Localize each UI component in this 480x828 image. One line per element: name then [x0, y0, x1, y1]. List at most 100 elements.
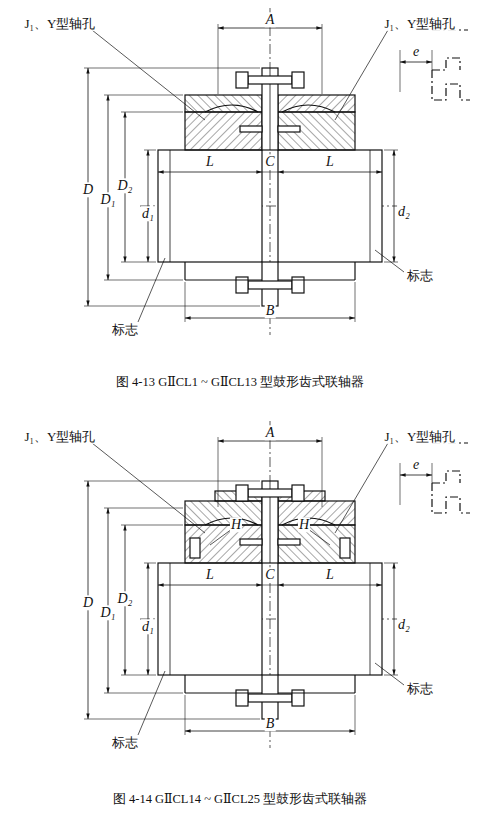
- dimension-label: C: [264, 567, 275, 582]
- coupling-figure: [84, 421, 470, 748]
- part-label: J₁、Y型轴孔: [24, 430, 97, 444]
- nut: [236, 485, 248, 501]
- extension-line: [104, 95, 183, 96]
- dimension-label: H: [298, 517, 310, 532]
- bolt: [248, 489, 292, 497]
- extension-line: [218, 24, 219, 94]
- hub-left: [158, 563, 262, 675]
- extension-line: [104, 280, 183, 281]
- dimension-label: D₁: [100, 192, 117, 207]
- sleeve-outline: [354, 262, 355, 280]
- leader-line: [138, 258, 165, 322]
- part-label: 标志: [111, 323, 139, 337]
- dimension-label: e: [412, 44, 420, 59]
- drum-tooth: [282, 105, 335, 112]
- dimension-label: C: [264, 154, 275, 169]
- hub-right: [278, 150, 382, 262]
- sleeve-outline: [278, 279, 355, 280]
- hub-edge: [170, 150, 171, 262]
- nut: [292, 72, 304, 88]
- part-label: J₁、Y型轴孔: [384, 430, 457, 444]
- sleeve-outline: [185, 692, 262, 693]
- sleeve-right: [278, 501, 355, 525]
- dimension-label: L: [205, 154, 215, 169]
- sleeve-outline: [185, 279, 262, 280]
- hub-edge: [170, 563, 171, 675]
- drum-tooth: [205, 105, 258, 112]
- extension-line: [400, 50, 401, 92]
- part-label: 标志: [406, 682, 434, 696]
- hub-section-left: [185, 112, 262, 150]
- dimension-label: D: [82, 595, 94, 610]
- extension-line: [218, 437, 219, 507]
- dimension-label: d₂: [397, 617, 411, 632]
- extension-line: [400, 463, 401, 505]
- screw: [278, 126, 300, 132]
- extension-line: [121, 525, 183, 526]
- extension-line: [84, 719, 260, 720]
- dimension-label: d₁: [141, 206, 155, 221]
- extension-line: [185, 282, 186, 322]
- sleeve-outline: [278, 692, 355, 693]
- screw: [240, 126, 262, 132]
- dimension-line: [158, 172, 262, 173]
- dimension-label: D₂: [117, 591, 134, 606]
- hub-left: [158, 150, 262, 262]
- extension-line: [432, 463, 433, 483]
- hub-edge: [370, 150, 371, 262]
- sleeve-right: [278, 95, 355, 112]
- leader-line: [375, 250, 404, 272]
- hub-right: [278, 563, 382, 675]
- extension-line: [384, 563, 398, 564]
- screw: [240, 539, 262, 545]
- extension-line: [432, 50, 433, 70]
- bolt: [248, 76, 292, 84]
- dimension-label: L: [325, 154, 335, 169]
- dimension-label: L: [325, 567, 335, 582]
- seal-left: [190, 538, 200, 558]
- leader-line: [92, 443, 205, 533]
- part-label: 标志: [111, 736, 139, 750]
- hub-section-left: [185, 525, 262, 563]
- dimension-line: [394, 563, 395, 675]
- sleeve-outline: [184, 675, 185, 693]
- dimension-label: e: [412, 457, 420, 472]
- dimension-line: [394, 150, 395, 262]
- dimension-label: B: [265, 303, 276, 318]
- coupling-figure: [84, 8, 470, 335]
- screw: [278, 539, 300, 545]
- dimension-line: [108, 95, 109, 280]
- extension-line: [384, 150, 398, 151]
- dimension-label: L: [205, 567, 215, 582]
- leader-line: [375, 663, 404, 685]
- leader-line: [138, 671, 165, 735]
- dimension-line: [158, 585, 262, 586]
- leader-line: [335, 30, 388, 120]
- hub-section-right: [278, 525, 355, 563]
- dimension-line: [262, 172, 278, 173]
- part-label: J₁、Y型轴孔: [24, 17, 97, 31]
- dimension-label: D: [82, 182, 94, 197]
- dimension-label: H: [230, 517, 242, 532]
- leader-line: [210, 529, 232, 545]
- extension-line: [84, 68, 260, 69]
- figure-caption: 图 4-14 GⅡCL14 ~ GⅡCL25 型鼓形齿式联轴器: [112, 793, 368, 807]
- sleeve-left: [185, 95, 262, 112]
- hub-section-right: [278, 112, 355, 150]
- seal-right: [340, 538, 350, 558]
- part-label: 标志: [406, 269, 434, 283]
- sleeve-outline: [184, 262, 185, 280]
- extension-line: [355, 695, 356, 735]
- dimension-label: D₁: [100, 605, 117, 620]
- extension-line: [104, 508, 183, 509]
- nut: [236, 72, 248, 88]
- bolt: [248, 281, 292, 289]
- dimension-line: [278, 172, 382, 173]
- dimension-label: A: [265, 425, 276, 440]
- dimension-label: d₂: [397, 204, 411, 219]
- sleeve-outline: [354, 675, 355, 693]
- extension-line: [121, 112, 183, 113]
- dimension-line: [278, 585, 382, 586]
- extension-line: [121, 262, 156, 263]
